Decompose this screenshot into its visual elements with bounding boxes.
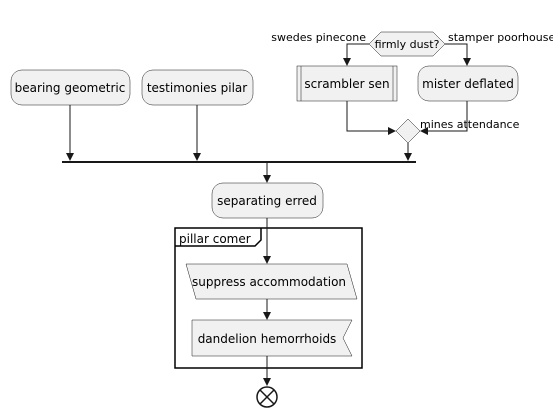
node-suppress-accommodation-label: suppress accommodation — [192, 275, 346, 289]
bar-output-edge — [263, 163, 271, 183]
node-dandelion-hemorrhoids-label: dandelion hemorrhoids — [198, 332, 337, 346]
partition-title: pillar comer — [179, 232, 251, 246]
decision-firmly-dust: firmly dust? swedes pinecone stamper poo… — [271, 31, 553, 57]
node-scrambler-sen: scrambler sen — [296, 65, 398, 102]
node-suppress-accommodation: suppress accommodation — [185, 263, 358, 300]
node-separating-erred: separating erred — [211, 182, 324, 219]
node-mister-deflated-label: mister deflated — [422, 77, 514, 91]
merge-edges — [346, 101, 468, 161]
edge-separating-to-suppress — [263, 218, 271, 264]
node-scrambler-sen-label: scrambler sen — [304, 77, 389, 91]
decision-right-branch-label: stamper poorhouse — [448, 31, 553, 44]
node-mister-deflated: mister deflated — [417, 65, 519, 102]
merge-label: mines attendance — [420, 118, 520, 131]
bar-input-edges — [66, 105, 201, 161]
edge-suppress-to-dandelion — [263, 299, 271, 320]
decision-left-branch-label: swedes pinecone — [271, 31, 366, 44]
node-separating-erred-label: separating erred — [217, 194, 317, 208]
merge-diamond: mines attendance — [395, 118, 520, 144]
partition-pillar-comer: pillar comer — [174, 227, 363, 369]
join-bar — [62, 161, 416, 163]
node-bearing-geometric-label: bearing geometric — [15, 81, 126, 95]
edge-dandelion-to-end — [263, 356, 271, 386]
node-testimonies-pilar-label: testimonies pilar — [147, 81, 247, 95]
end-node-icon — [256, 386, 278, 408]
decision-question: firmly dust? — [375, 38, 440, 51]
node-testimonies-pilar: testimonies pilar — [141, 69, 254, 106]
node-dandelion-hemorrhoids: dandelion hemorrhoids — [191, 319, 353, 357]
decision-edges — [343, 43, 471, 66]
node-bearing-geometric: bearing geometric — [10, 69, 131, 106]
